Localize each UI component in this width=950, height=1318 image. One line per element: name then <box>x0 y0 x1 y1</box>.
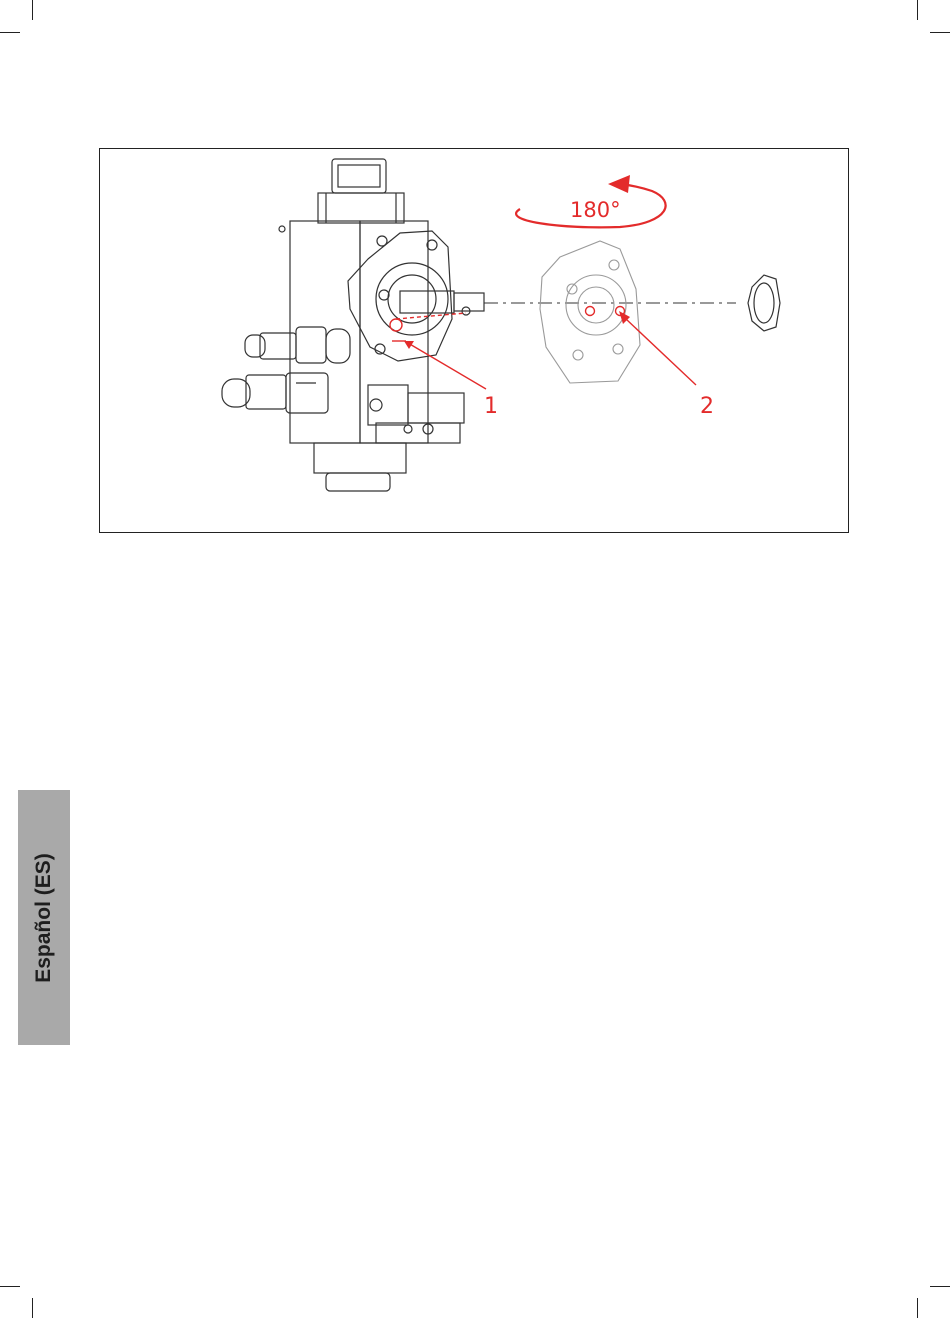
language-tab: Español (ES) <box>18 790 70 1045</box>
crop-mark <box>32 1298 33 1318</box>
rotation-label: 180° <box>570 198 621 222</box>
crop-mark <box>917 0 918 20</box>
callout-1: 1 <box>484 394 498 419</box>
figure-frame: 180° 1 2 <box>99 148 849 533</box>
crop-mark <box>917 1298 918 1318</box>
red-highlights <box>390 307 696 390</box>
crop-mark <box>32 0 33 20</box>
crop-mark <box>0 1286 20 1287</box>
language-label: Español (ES) <box>32 853 56 983</box>
rotation-arrowhead-icon <box>608 175 630 193</box>
crop-mark <box>930 1286 950 1287</box>
pump-head-assembly-drawing: 180° 1 2 <box>100 149 850 534</box>
pump-body <box>222 159 484 491</box>
crop-mark <box>930 32 950 33</box>
callout-2: 2 <box>700 394 714 419</box>
crop-mark <box>0 32 20 33</box>
hex-nut <box>748 275 780 331</box>
